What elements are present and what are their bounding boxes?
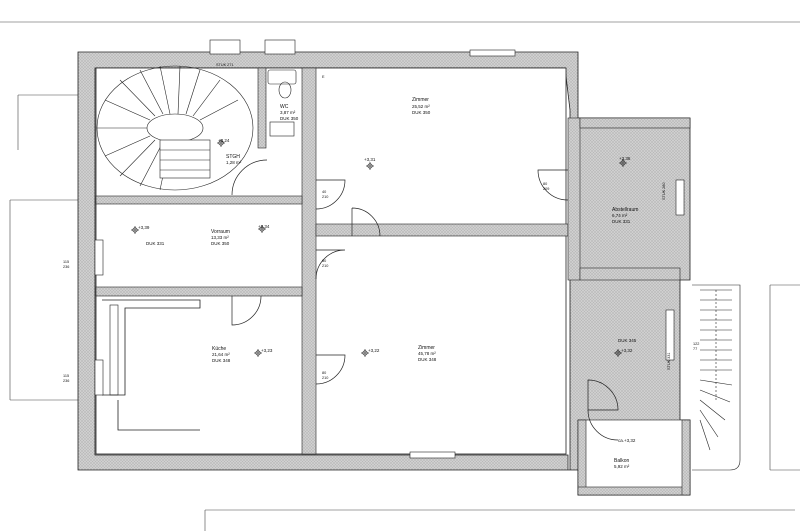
kitchen-counter: [102, 299, 201, 431]
window-3-width: 122: [693, 342, 699, 346]
reference-lines: [0, 21, 800, 531]
e-marker: E: [322, 75, 325, 79]
level-5: +3,23: [261, 348, 273, 353]
wc-floor: DUK 350: [280, 116, 299, 121]
opening-labels: 40 210 80 210 80 210 80 209 115 236 115 …: [63, 63, 699, 383]
level-8: +3,24: [218, 138, 230, 143]
abstell-floor: DUK 331: [612, 219, 631, 224]
wc-fixtures: [267, 69, 297, 137]
level-2: +3,36: [619, 156, 631, 161]
zimmer-big-area: 45,78 m²: [418, 351, 436, 356]
stug-right-2: STUK 331: [667, 352, 671, 370]
exterior-stair: [692, 284, 741, 471]
vorraum-area: 13,33 m²: [211, 235, 229, 240]
door-5-width: 80: [543, 182, 547, 186]
level-9: ca.+3,32: [618, 438, 636, 443]
kueche-name: Küche: [212, 346, 226, 352]
window-2-height: 236: [63, 379, 69, 383]
level-6: +3,22: [368, 348, 380, 353]
vorraum-floor: DUK 350: [211, 241, 230, 246]
stair-area: 1,28 m²: [226, 160, 242, 165]
duk345-label: DUK 345: [618, 338, 637, 343]
level-1: +3,31: [364, 157, 376, 162]
kueche-area: 21,64 m²: [212, 352, 230, 357]
zimmer-big-name: Zimmer: [418, 345, 435, 351]
stair-name: STGH: [226, 154, 240, 160]
door-5-height: 209: [543, 187, 549, 191]
window-3-height: 77: [693, 347, 697, 351]
level-3: +3,39: [138, 225, 150, 230]
door-3-height: 210: [322, 376, 328, 380]
stug-top: STUK 271: [216, 63, 234, 67]
door-2-height: 210: [322, 264, 328, 268]
wc-name: WC: [280, 104, 289, 110]
vorraum-name: Vorraum: [211, 229, 230, 235]
interior: [95, 67, 567, 455]
abstell-area: 6,74 m²: [612, 213, 628, 218]
duk331-label: DUK 331: [146, 241, 165, 246]
room-labels: WC 3,87 m² DUK 350 STGH 1,28 m² Zimmer 2…: [146, 97, 638, 469]
level-markers: [131, 139, 627, 357]
zimmer-top-name: Zimmer: [412, 97, 429, 103]
level-7: +3,32: [621, 348, 633, 353]
windows: [94, 39, 685, 459]
zimmer-big-floor: DUK 348: [418, 357, 437, 362]
stug-right: STUK 280: [662, 182, 666, 200]
kueche-floor: DUK 348: [212, 358, 231, 363]
door-2-width: 80: [322, 259, 326, 263]
balkon-name: Balkon: [614, 458, 630, 464]
level-texts: +3,31 +3,36 +3,39 +3,34 +3,23 +3,22 +3,3…: [138, 138, 636, 443]
window-1-height: 236: [63, 265, 69, 269]
balkon-area: 5,92 m²: [614, 464, 630, 469]
wc-area: 3,87 m²: [280, 110, 296, 115]
abstell-name: Abstellraum: [612, 207, 638, 213]
zimmer-top-floor: DUK 350: [412, 110, 431, 115]
zimmer-top-area: 25,52 m²: [412, 104, 430, 109]
doors: [231, 159, 619, 441]
window-2-width: 115: [63, 374, 69, 378]
door-1-height: 210: [322, 195, 328, 199]
window-1-width: 115: [63, 260, 69, 264]
door-1-width: 40: [322, 190, 326, 194]
interior-walls: [95, 67, 691, 496]
spiral-stair: [96, 65, 254, 191]
level-4: +3,34: [258, 224, 270, 229]
door-3-width: 80: [322, 371, 326, 375]
